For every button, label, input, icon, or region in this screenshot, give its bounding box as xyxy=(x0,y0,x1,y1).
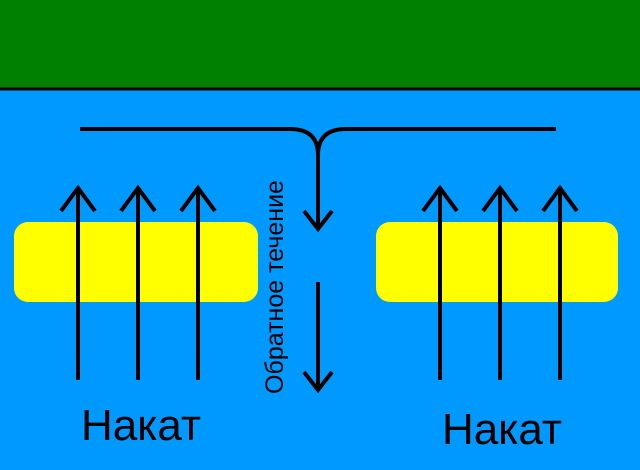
longshore-current-line xyxy=(80,127,556,228)
rip-current-label: Обратное течение xyxy=(261,180,289,394)
swash-arrowhead xyxy=(481,184,519,213)
rip-arrowhead-upper xyxy=(302,209,334,233)
swash-arrows-right xyxy=(421,184,579,380)
swash-arrowhead xyxy=(541,184,579,213)
swash-label-right: Накат xyxy=(442,405,562,454)
swash-arrowhead xyxy=(119,184,157,213)
swash-arrowhead xyxy=(179,184,217,213)
swash-arrowhead xyxy=(421,184,459,213)
swash-label-left: Накат xyxy=(81,401,201,450)
swash-arrowhead xyxy=(59,184,97,213)
sandbar-right xyxy=(376,222,618,302)
shore-area xyxy=(0,0,640,89)
rip-arrowhead-lower xyxy=(302,370,334,394)
swash-arrows-left xyxy=(59,184,217,380)
